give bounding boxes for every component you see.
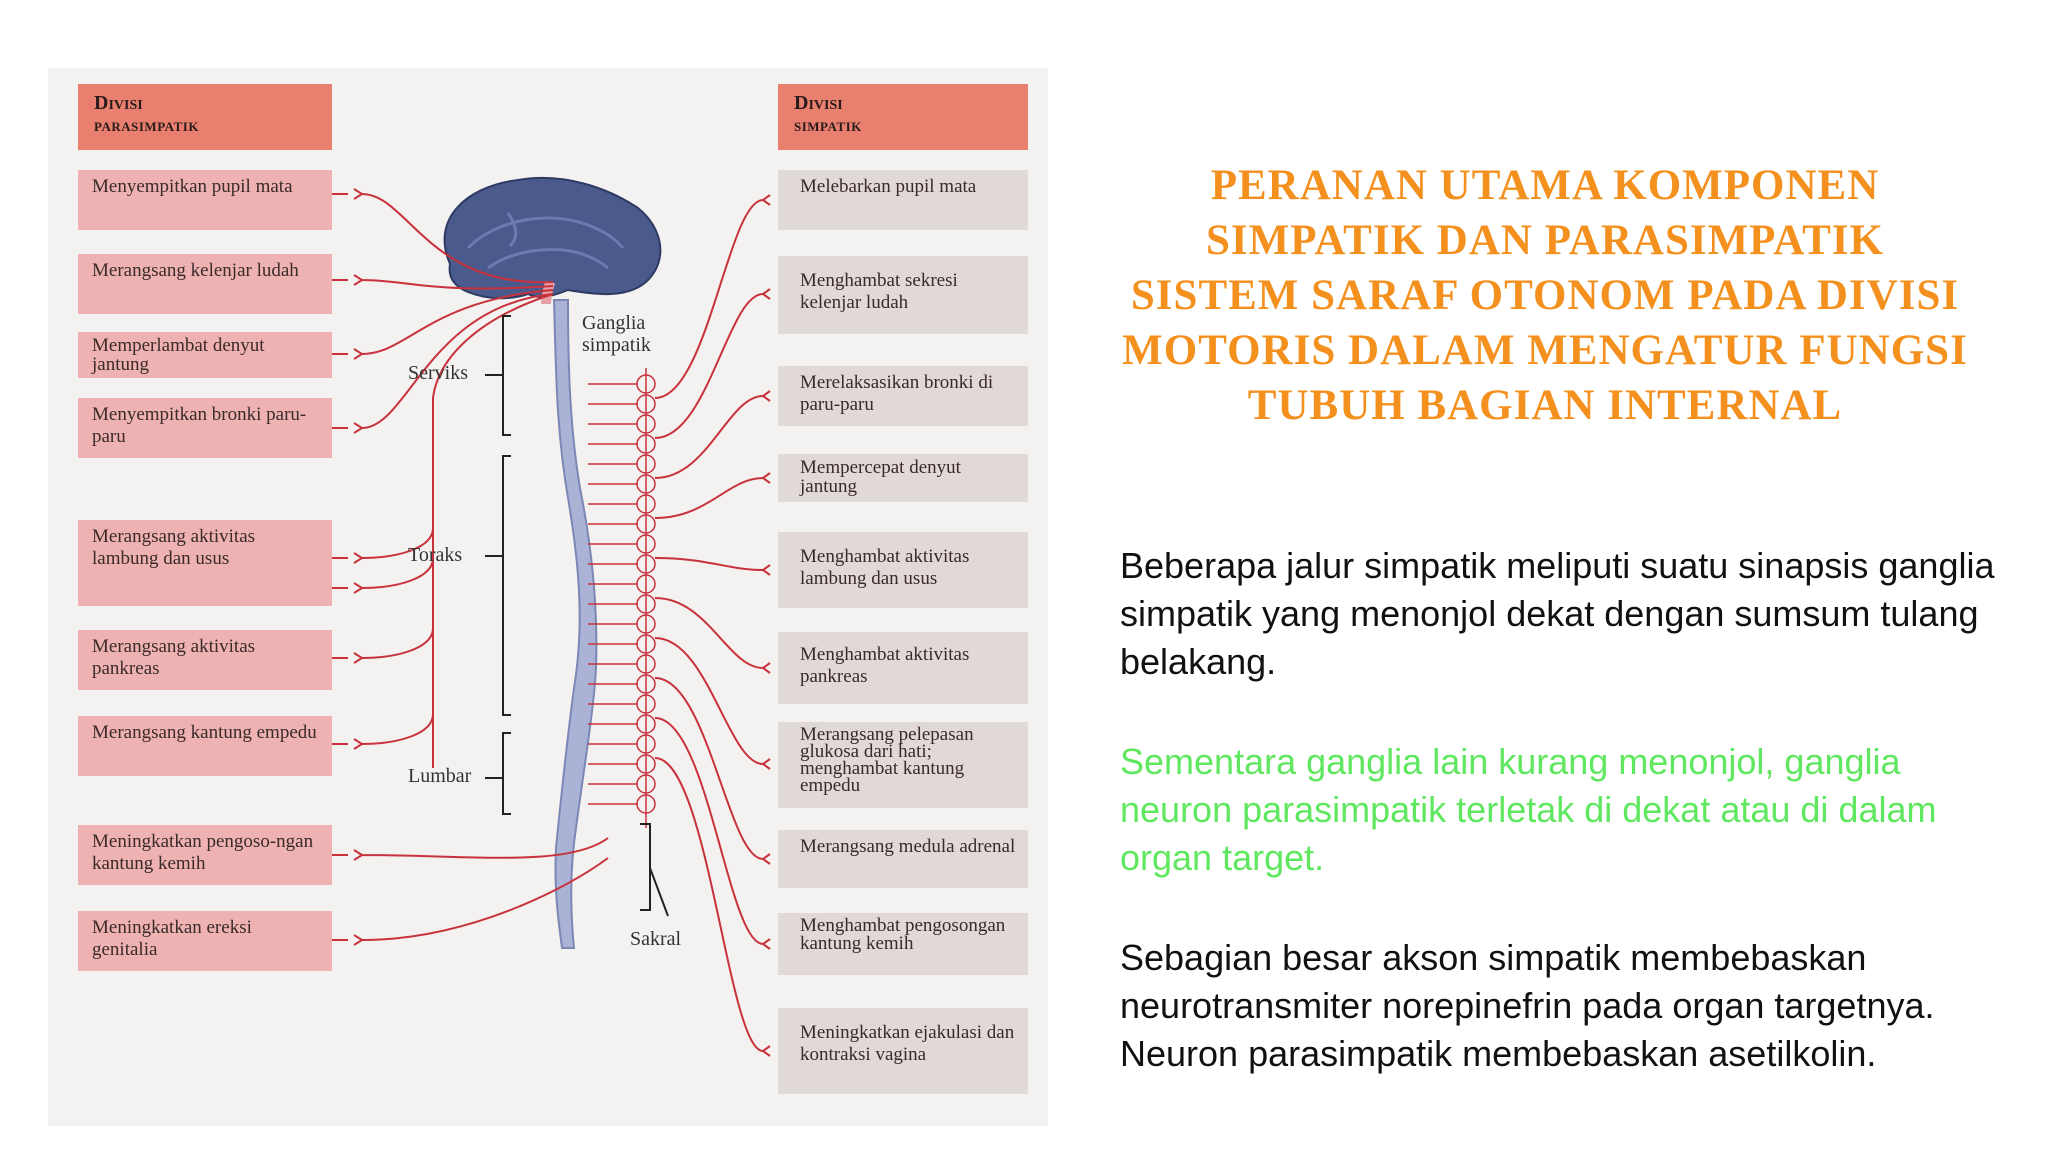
simp-nerve [654, 637, 771, 770]
para-item-heart: Memperlambat denyut jantung [78, 332, 332, 378]
spinal-cord [552, 299, 598, 949]
brain-stem [541, 280, 555, 305]
simp-item-bronchi: Merelaksasikan bronki di paru-paru [778, 366, 1028, 426]
page-title: PERANAN UTAMA KOMPONEN SIMPATIK DAN PARA… [1122, 162, 1968, 429]
para-nerve-sacral [332, 857, 609, 946]
simp-nerve [654, 757, 771, 1057]
para-item-genitalia: Meningkatkan ereksi genitalia [78, 911, 332, 971]
simp-nerve [654, 472, 771, 519]
sympathetic-header-line2: SIMPATIK [794, 119, 862, 134]
para-nerve-vagus [332, 713, 434, 750]
paragraph-parasympathetic-ganglia: Sementara ganglia lain kurang menonjol, … [1120, 741, 1937, 878]
parasympathetic-header-line1: Divisi [94, 92, 143, 114]
simp-item-heart: Mempercepat denyut jantung [778, 454, 1028, 502]
para-nerve-cranial [332, 289, 554, 360]
simp-item-liver: Merangsang pelepasan glukosa dari hati; … [778, 722, 1028, 808]
para-item-bladder: Meningkatkan pengoso-ngan kantung kemih [78, 825, 332, 885]
autonomic-nervous-system-diagram: Divisi PARASIMPATIK Divisi SIMPATIK Meny… [48, 68, 1048, 1126]
para-nerve-vagus [332, 557, 434, 594]
parasympathetic-header: Divisi PARASIMPATIK [78, 84, 332, 150]
sympathetic-header: Divisi SIMPATIK [778, 84, 1028, 150]
paragraph-neurotransmitters: Sebagian besar akson simpatik membebaska… [1120, 937, 1935, 1074]
sakral-label: Sakral [630, 928, 682, 950]
simp-item-bladder: Menghambat pengosongan kantung kemih [778, 913, 1028, 975]
para-item-gallbladder: Merangsang kantung empedu [78, 716, 332, 776]
simp-nerve [654, 557, 771, 576]
simp-item-stomach: Menghambat aktivitas lambung dan usus [778, 532, 1028, 608]
brain-illustration [443, 176, 662, 300]
para-nerve-cranial [332, 274, 554, 290]
simp-nerve [654, 717, 771, 950]
vagus-nerve [432, 293, 554, 768]
simp-nerve [654, 288, 771, 439]
sympathetic-header-line1: Divisi [794, 92, 843, 114]
lumbar-label: Lumbar [408, 765, 472, 787]
ganglia-simpatik-label: Ganglia simpatik [582, 312, 651, 356]
simp-nerve [654, 677, 771, 865]
toraks-label: Toraks [408, 544, 463, 566]
toraks-bracket [485, 455, 511, 716]
simp-nerve [654, 390, 771, 479]
para-nerve-vagus [332, 627, 434, 664]
brain-folds [466, 212, 625, 270]
para-item-salivary: Merangsang kelenjar ludah [78, 254, 332, 314]
parasympathetic-header-line2: PARASIMPATIK [94, 119, 199, 134]
para-item-pancreas: Merangsang aktivitas pankreas [78, 630, 332, 690]
diagram-drawing [332, 176, 771, 1057]
paragraph-sympathetic-ganglia: Beberapa jalur simpatik meliputi suatu s… [1120, 545, 1995, 682]
simp-item-pancreas: Menghambat aktivitas pankreas [778, 632, 1028, 704]
simp-nerve [654, 194, 771, 399]
serviks-bracket [485, 315, 511, 436]
para-nerve-cranial [332, 188, 554, 284]
simp-item-salivary: Menghambat sekresi kelenjar ludah [778, 256, 1028, 334]
simp-item-pupil: Melebarkan pupil mata [778, 170, 1028, 230]
simp-item-adrenal: Merangsang medula adrenal [778, 830, 1028, 888]
para-item-stomach: Merangsang aktivitas lambung dan usus [78, 520, 332, 606]
para-nerve-sacral [332, 837, 609, 861]
serviks-label: Serviks [408, 362, 468, 384]
para-item-pupil: Menyempitkan pupil mata [78, 170, 332, 230]
lumbar-bracket [485, 732, 511, 815]
para-item-bronchi: Menyempitkan bronki paru-paru [78, 398, 332, 458]
para-nerve-vagus [332, 527, 434, 564]
simp-item-ejaculation: Meningkatkan ejakulasi dan kontraksi vag… [778, 1008, 1028, 1094]
simp-nerve [654, 597, 771, 674]
sakral-bracket [640, 823, 669, 917]
para-nerve-cranial [332, 293, 554, 434]
